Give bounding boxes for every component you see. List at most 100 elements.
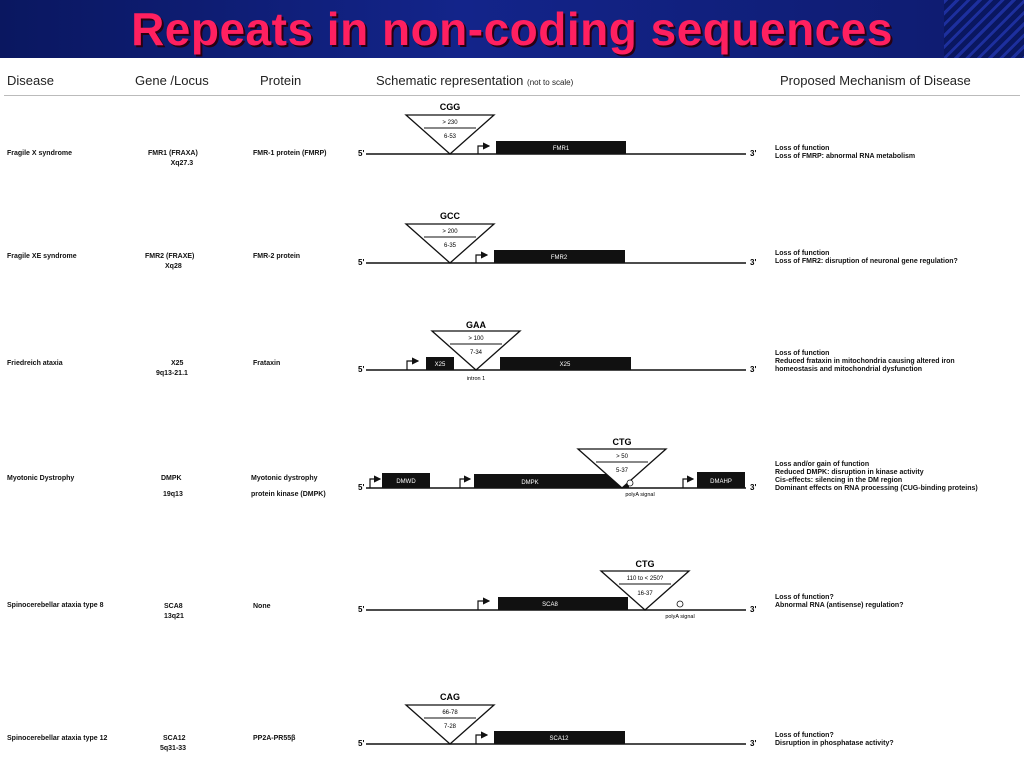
row3-mechanism-line2: Reduced frataxin in mitochondria causing… [775,358,955,365]
row1-mechanism: Loss of function Loss of FMRP: abnormal … [775,145,1015,161]
row4-polya-label: polyA signal [625,492,654,498]
row2-gene-box-label: FMR2 [551,255,568,261]
row3-disease: Friedreich ataxia [7,360,63,367]
row5-5prime: 5' [358,605,364,614]
row4-promoter-arrow-1 [369,475,382,488]
row6-mechanism-line2: Disruption in phosphatase activity? [775,740,894,747]
row3-intron-label: intron 1 [467,376,485,382]
row4-mechanism-line1: Loss and/or gain of function [775,461,870,468]
row6-disease: Spinocerebellar ataxia type 12 [7,735,108,742]
row1-promoter-arrow [477,142,491,154]
row4-dmahp-box [697,472,745,488]
row6-5prime: 5' [358,739,364,748]
row1-locus: Xq27.3 [170,160,194,167]
row1-gene-box [496,141,626,154]
row1-mechanism-line1: Loss of function [775,145,830,152]
row1-repeat-triangle [404,114,496,155]
row3-gene: X25 9q13-21.1 [156,359,188,379]
row4-gene: DMPK 19q13 [161,474,183,500]
row5-repeat-triangle [599,570,691,611]
row2-repeat-triangle [404,223,496,264]
header-schematic-text: Schematic representation [376,73,524,88]
figure-panel [2,60,1022,766]
row3-mechanism-line3: homeostasis and mitochondrial dysfunctio… [775,366,923,373]
row4-promoter-arrow-2 [459,475,472,488]
row6-gene-name: SCA12 [163,735,186,742]
row5-gene-name: SCA8 [164,603,183,610]
row2-protein: FMR-2 protein [253,253,301,260]
row6-repeat-lower: 7-28 [444,724,457,730]
row3-mechanism-line1: Loss of function [775,350,830,357]
title-bar-decoration [944,0,1024,58]
row3-gene-box [500,357,631,370]
row2-repeat-lower: 6-35 [444,243,457,249]
row5-mechanism-line1: Loss of function? [775,594,834,601]
title-bar [0,0,1024,58]
row4-dmahp-label: DMAHP [710,479,732,485]
row6-protein: PP2A-PR55β [253,735,296,742]
row1-gene: FMR1 (FRAXA) Xq27.3 [148,149,198,169]
row3-repeat-lower: 7-34 [470,350,483,356]
row3-promoter-arrow [406,357,420,370]
row4-dmwd-label: DMWD [396,479,416,485]
row1-3prime: 3' [750,149,756,158]
row1-5prime: 5' [358,149,364,158]
row1-repeat-label: CGG [440,102,461,112]
row3-schematic: 5' 3' X25 GAA > 100 7-34 X25 intron 1 [358,320,756,382]
header-gene-locus: Gene /Locus [135,73,209,88]
row5-schematic: 5' 3' SCA8 CTG 110 to < 250? 16-37 polyA… [358,559,756,620]
row5-repeat-upper: 110 to < 250? [627,576,664,582]
header-mechanism: Proposed Mechanism of Disease [780,73,971,88]
row1-disease: Fragile X syndrome [7,150,72,157]
row3-protein: Frataxin [253,360,281,367]
row4-locus: 19q13 [163,491,183,498]
row1-repeat-lower: 6-53 [444,134,457,140]
row6-mechanism: Loss of function? Disruption in phosphat… [775,732,1015,748]
row4-repeat-triangle [576,448,668,489]
row1-repeat-upper: > 230 [442,120,458,126]
row2-schematic: 5' 3' GCC > 200 6-35 FMR2 [358,211,756,267]
row6-repeat-label: CAG [440,692,460,702]
row4-mechanism-line4: Dominant effects on RNA processing (CUG-… [775,485,978,492]
row1-mechanism-line2: Loss of FMRP: abnormal RNA metabolism [775,153,916,160]
row2-gene-name: FMR2 (FRAXE) [145,253,195,260]
row3-gene-box-label: X25 [560,362,571,368]
row3-exon1-box [426,357,454,370]
row1-protein: FMR-1 protein (FMRP) [253,150,327,157]
row4-dmpk-label: DMPK [521,480,538,486]
row4-mechanism: Loss and/or gain of function Reduced DMP… [775,461,1015,493]
row5-locus: 13q21 [164,613,184,620]
row5-mechanism-line2: Abnormal RNA (antisense) regulation? [775,602,904,609]
row3-5prime: 5' [358,365,364,374]
row6-repeat-triangle [404,704,496,745]
header-schematic-note: (not to scale) [527,78,574,87]
row4-repeat-upper: > 50 [616,454,629,460]
row5-gene-box-label: SCA8 [542,602,558,608]
row4-5prime: 5' [358,483,364,492]
header-divider [4,95,1020,96]
row5-promoter-arrow [477,597,491,610]
row6-gene-box [494,731,625,744]
row5-repeat-label: CTG [636,559,655,569]
row3-repeat-triangle [430,330,522,371]
row2-repeat-upper: > 200 [442,229,458,235]
row4-3prime: 3' [750,483,756,492]
row2-gene: FMR2 (FRAXE) Xq28 [145,252,194,272]
row5-gene-box [498,597,628,610]
row2-gene-box [494,250,625,263]
row3-gene-name: X25 [171,360,184,367]
row2-locus: Xq28 [165,263,182,270]
row6-repeat-upper: 66-78 [442,710,458,716]
row5-protein: None [253,603,271,610]
slide-title: Repeats in non-coding sequences [131,3,893,55]
row3-mechanism: Loss of function Reduced frataxin in mit… [775,350,1015,374]
row6-schematic: 5' 3' CAG 66-78 7-28 SCA12 [358,692,756,748]
row5-polya-label: polyA signal [665,614,694,620]
row5-gene: SCA8 13q21 [164,602,184,622]
row4-repeat-label: CTG [613,437,632,447]
row4-mechanism-line2: Reduced DMPK: disruption in kinase activ… [775,469,924,476]
row3-3prime: 3' [750,365,756,374]
row4-promoter-arrow-3 [682,475,695,488]
row6-3prime: 3' [750,739,756,748]
